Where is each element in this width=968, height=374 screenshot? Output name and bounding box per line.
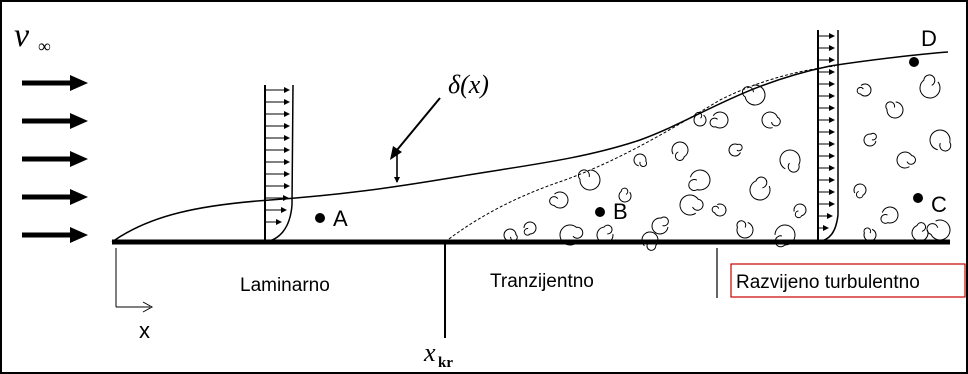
boundary-layer-edge (111, 51, 949, 243)
eddy-swirl (523, 221, 537, 236)
eddy-swirl (929, 129, 952, 152)
point-C: C (913, 192, 947, 217)
eddy-swirl (693, 111, 707, 127)
point-A-label: A (333, 206, 348, 231)
eddy-swirl (911, 222, 929, 242)
free-stream-arrows (22, 75, 88, 243)
free-stream-arrow-5 (22, 227, 88, 243)
eddy-swirl (779, 149, 801, 173)
eddy-swirl (559, 224, 584, 246)
eddy-swirl (709, 111, 729, 129)
eddy-swirl (633, 153, 647, 168)
critical-x-symbol: x (423, 338, 436, 367)
eddy-swirl (688, 169, 711, 191)
point-B-label: B (613, 199, 628, 224)
free-stream-arrow-2 (22, 113, 88, 129)
region-laminar-label: Laminarno (240, 275, 330, 296)
eddy-swirl (679, 194, 704, 216)
eddy-swirl (880, 206, 899, 224)
free-stream-arrow-4 (22, 189, 88, 205)
turbulent-eddies (503, 74, 952, 251)
eddy-swirl (853, 183, 867, 199)
eddy-swirl (618, 187, 632, 203)
eddy-swirl (863, 132, 877, 147)
eddy-swirl (651, 216, 669, 235)
turbulent-velocity-profile (817, 30, 839, 243)
eddy-swirl (711, 203, 727, 217)
eddy-swirl (926, 219, 951, 241)
eddy-swirl (919, 74, 941, 99)
point-D: D (909, 26, 937, 67)
point-B: B (595, 199, 628, 224)
region-transitional-label: Tranzijentno (490, 271, 594, 292)
eddy-swirl (736, 220, 754, 239)
point-D-label: D (921, 26, 937, 51)
turbulent-label-highlight (730, 263, 966, 298)
eddy-swirl (856, 83, 872, 97)
x-axis-indicator (115, 248, 154, 313)
eddy-swirl (671, 141, 689, 161)
point-A: A (315, 206, 348, 231)
eddy-swirl (749, 176, 771, 201)
eddy-swirl (774, 224, 796, 248)
eddy-swirl (503, 228, 518, 242)
free-stream-velocity-symbol: v (14, 17, 30, 54)
eddy-swirl (641, 231, 659, 251)
eddy-swirl (577, 169, 601, 191)
eddy-swirl (896, 151, 916, 169)
boundary-layer-label: δ(x) (448, 70, 489, 99)
x-axis-label: x (139, 318, 150, 343)
eddy-swirl (885, 101, 904, 119)
eddy-swirl (741, 84, 766, 106)
eddy-swirl (728, 143, 743, 157)
laminar-velocity-profile (264, 84, 294, 243)
eddy-swirl (596, 224, 614, 244)
eddy-swirl (863, 227, 877, 242)
eddy-swirl (549, 191, 569, 209)
eddy-swirl (793, 203, 807, 219)
free-stream-arrow-1 (22, 75, 88, 91)
free-stream-velocity-subscript: ∞ (38, 36, 51, 56)
boundary-layer-pointer (396, 97, 441, 151)
critical-x-subscript: kr (438, 355, 453, 371)
region-turbulent-label: Razvijeno turbulentno (736, 272, 920, 293)
eddy-swirl (761, 111, 781, 129)
free-stream-arrow-3 (22, 151, 88, 167)
boundary-layer-pointer-head (390, 146, 402, 160)
point-C-label: C (931, 192, 947, 217)
turbulent-front-line (444, 65, 836, 243)
